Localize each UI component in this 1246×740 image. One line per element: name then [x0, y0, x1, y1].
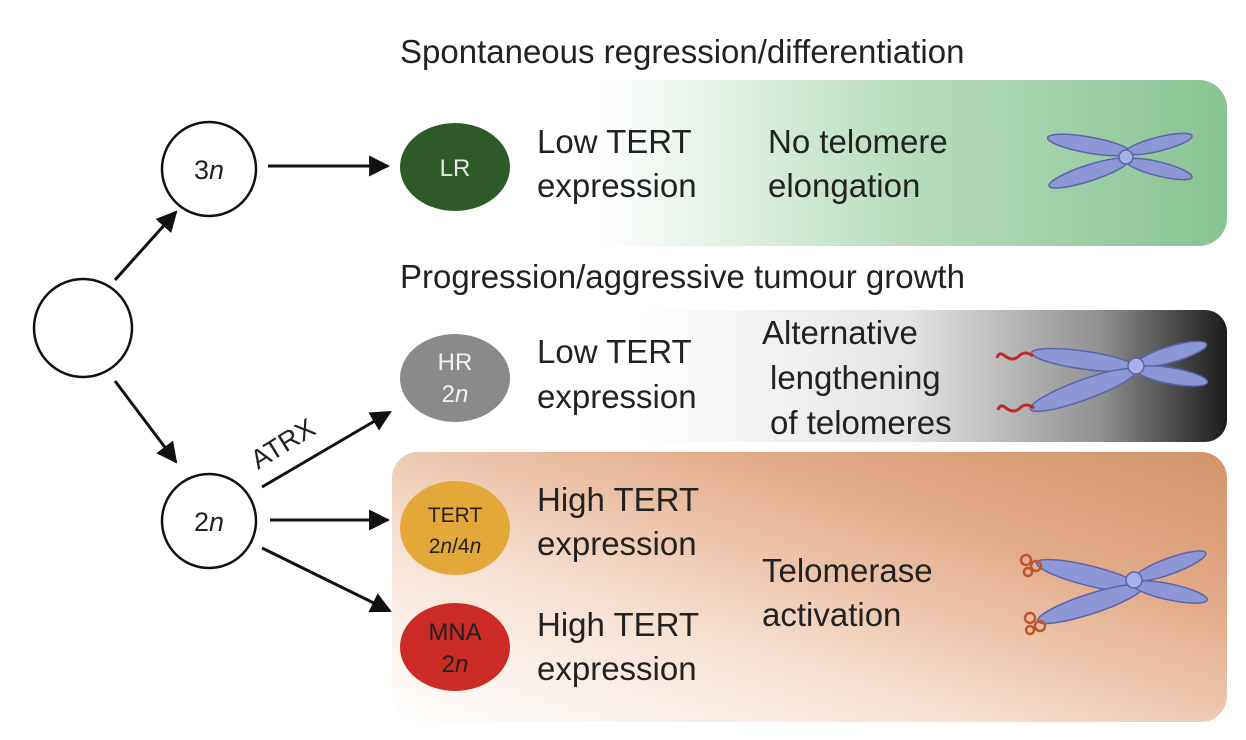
outcome-telomerase-line1: Telomerase	[762, 552, 933, 589]
atrx-label: ATRX	[245, 413, 320, 476]
outcome-no-elongation-line2: elongation	[768, 167, 920, 204]
oval-tert-line1: TERT	[428, 504, 483, 527]
oval-tert-line2: 2n/4n	[429, 535, 482, 558]
node-3n-label: 3n	[194, 155, 224, 185]
origin-node	[32, 277, 134, 379]
node-2n-label: 2n	[194, 507, 224, 537]
outcome-no-elongation-line1: No telomere	[768, 123, 948, 160]
outcome-alt-line2: lengthening	[770, 359, 941, 396]
header-spontaneous: Spontaneous regression/differentiation	[400, 33, 964, 70]
outcome-alt-line1: Alternative	[762, 314, 918, 351]
node-2n	[160, 472, 258, 570]
hr-expression-line2: expression	[537, 378, 697, 415]
lr-expression-line2: expression	[537, 167, 697, 204]
hr-expression-line1: Low TERT	[537, 333, 692, 370]
oval-hr-line1: HR	[438, 349, 473, 376]
outcome-alt-line3: of telomeres	[770, 404, 952, 441]
oval-hr	[400, 334, 510, 422]
header-progression: Progression/aggressive tumour growth	[400, 258, 965, 295]
arrow-2n-to-mna	[261, 546, 392, 613]
orange-panel	[392, 452, 1227, 722]
oval-mna-line2: 2n	[442, 651, 469, 678]
arrow-2n-to-hr	[261, 410, 392, 489]
outcome-telomerase-line2: activation	[762, 596, 901, 633]
tert-expression-line2: expression	[537, 525, 697, 562]
arrow-origin-to-3n	[113, 210, 178, 282]
oval-mna	[400, 603, 510, 691]
oval-tert	[400, 481, 510, 575]
lr-expression-line1: Low TERT	[537, 123, 692, 160]
node-3n	[160, 120, 258, 218]
green-panel	[392, 80, 1227, 246]
arrow-origin-to-2n	[113, 380, 178, 464]
chromosome-icon-telomerase	[1019, 550, 1208, 636]
mna-expression-line1: High TERT	[537, 606, 699, 643]
oval-lr-label: LR	[440, 155, 471, 182]
oval-mna-line1: MNA	[428, 619, 481, 646]
oval-hr-line2: 2n	[442, 381, 469, 408]
mna-expression-line2: expression	[537, 650, 697, 687]
chromosome-icon-short-telomeres	[1046, 132, 1193, 189]
chromosome-icon-alt	[995, 340, 1209, 413]
tert-expression-line1: High TERT	[537, 481, 699, 518]
oval-lr	[400, 123, 510, 211]
